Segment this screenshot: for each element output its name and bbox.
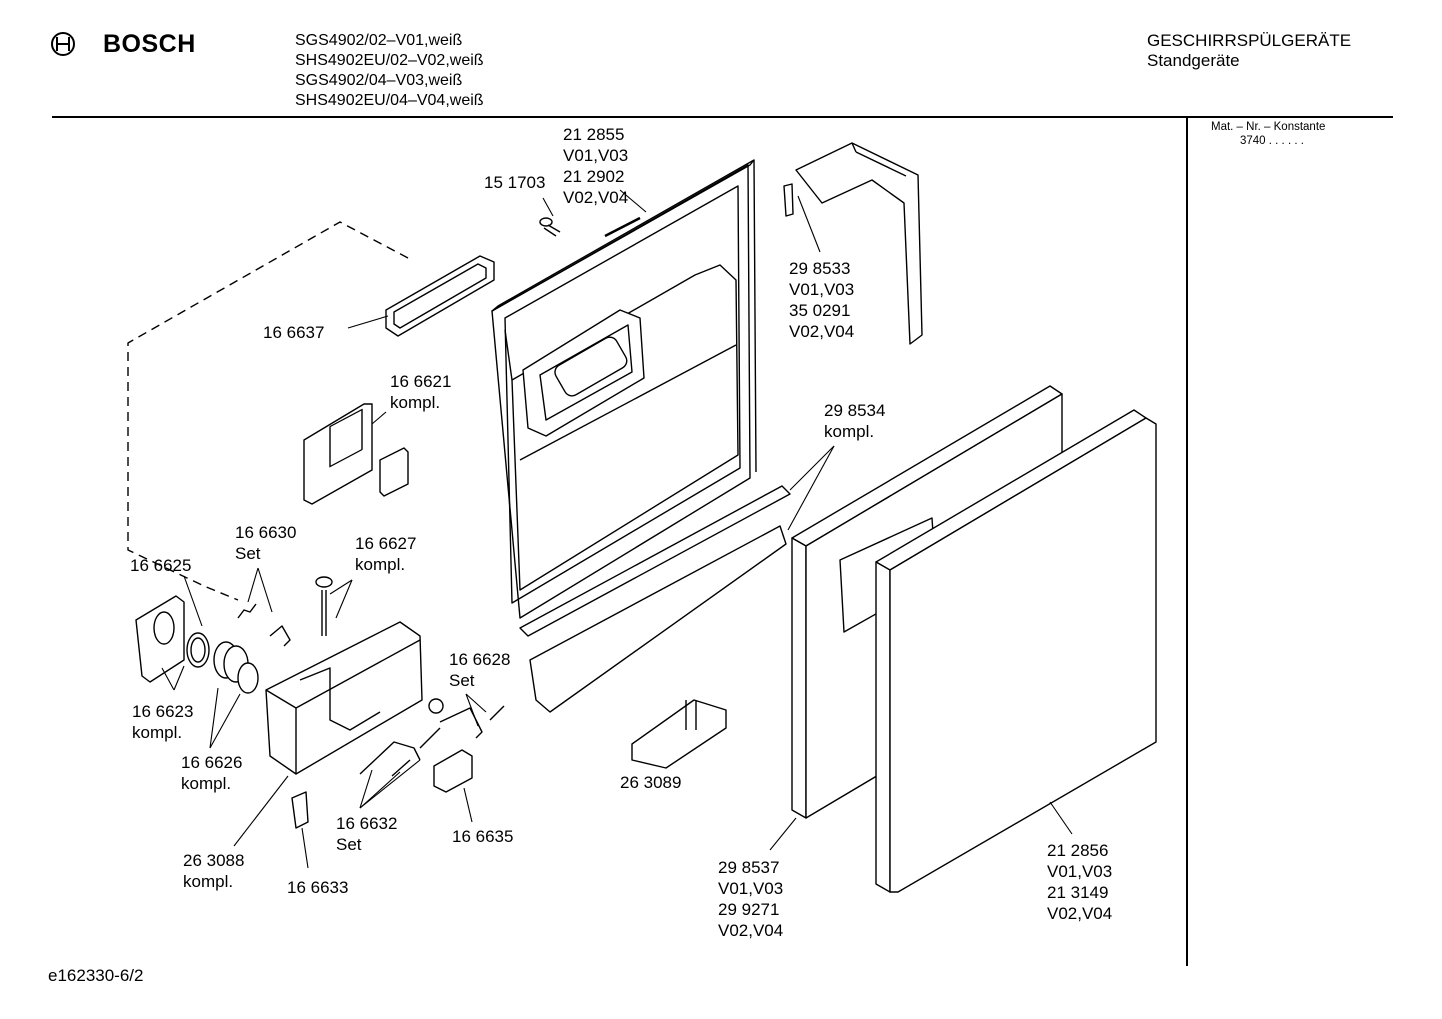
part-label-166621: 16 6621 kompl. [390,372,452,412]
outer-door-panel [875,409,1157,893]
clip-part [291,791,309,829]
ball-part [428,698,444,714]
o-ring-part [186,632,210,668]
part-label-166628: 16 6628 Set [449,650,511,690]
part-label-212855: 21 2855 V01,V03 21 2902 V02,V04 [563,125,629,207]
model-line: SHS4902EU/04–V04,weiß [295,92,484,109]
part-label-263088: 26 3088 kompl. [183,851,245,891]
gasket-frame [385,255,495,337]
model-line: SGS4902/04–V03,weiß [295,72,463,89]
drawing-id: e162330-6/2 [48,966,144,985]
part-label-166626: 16 6626 kompl. [181,753,243,793]
assembly-guide-line [127,221,409,601]
part-label-166625: 16 6625 [130,556,192,575]
brand-name: BOSCH [103,30,196,58]
mat-nr-value: 3740 . . . . . . [1240,135,1304,147]
category-title: GESCHIRRSPÜLGERÄTE [1147,31,1352,50]
filter-cover [303,403,409,505]
part-label-263089: 26 3089 [620,773,682,792]
cap-part [135,595,185,683]
part-label-166627: 16 6627 kompl. [355,534,417,574]
dispenser-housing [265,621,423,775]
spring-set-part [237,603,291,647]
part-label-166637: 16 6637 [263,323,325,342]
part-label-212856: 21 2856 V01,V03 21 3149 V02,V04 [1047,841,1113,923]
part-label-166635: 16 6635 [452,827,514,846]
bracket-part [631,699,727,769]
part-label-298533: 29 8533 V01,V03 35 0291 V02,V04 [789,259,855,341]
leader-lines [161,189,1073,869]
inner-door-panel [491,159,757,619]
part-label-166632: 16 6632 Set [336,814,398,854]
mat-nr-label: Mat. – Nr. – Konstante [1211,121,1326,133]
model-line: SHS4902EU/02–V02,weiß [295,52,484,69]
bushing-part [213,641,259,694]
model-list: SGS4902/02–V01,weiß SHS4902EU/02–V02,wei… [295,31,484,111]
screw-part [539,217,561,237]
category-subtitle: Standgeräte [1147,51,1240,70]
part-label-151703: 15 1703 [484,173,546,192]
latch-part [359,727,441,777]
part-label-166623: 16 6623 kompl. [132,702,194,742]
valve-part [315,576,333,636]
bottom-strip [519,485,791,713]
category-block: GESCHIRRSPÜLGERÄTE Standgeräte [1147,31,1351,71]
side-trim [783,142,923,345]
part-label-166630: 16 6630 Set [235,523,297,563]
part-label-298534: 29 8534 kompl. [824,401,886,441]
part-label-298537: 29 8537 V01,V03 29 9271 V02,V04 [718,858,784,940]
micro-switch-part [433,749,473,793]
part-label-166633: 16 6633 [287,878,349,897]
model-line: SGS4902/02–V01,weiß [295,32,463,49]
bosch-logo-icon [51,32,75,56]
